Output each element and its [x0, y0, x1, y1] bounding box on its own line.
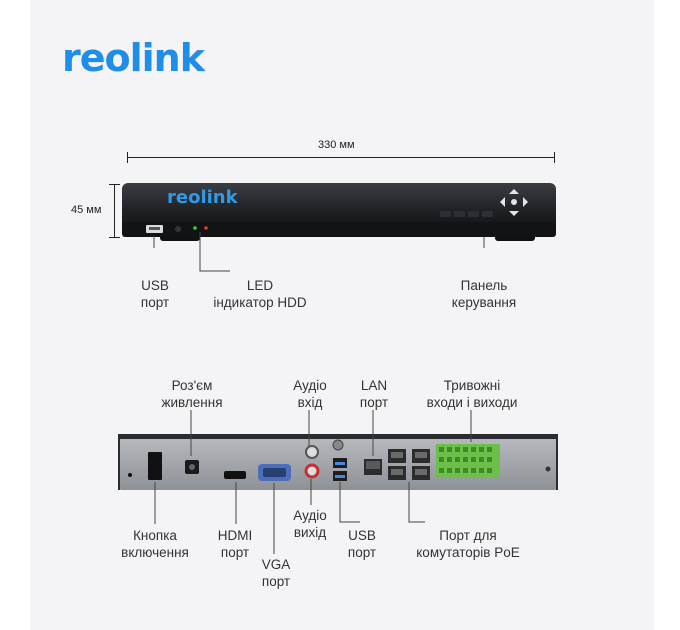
audio-in-label: Аудіо вхід — [293, 378, 327, 410]
poe-port-label: Порт для комутаторів PoE — [416, 528, 520, 560]
hdmi-label: HDMI порт — [217, 528, 253, 560]
poe-ports-icon — [388, 449, 430, 480]
lan-port-label: LAN порт — [359, 378, 389, 410]
audio-out-label: Аудіо вихід — [293, 508, 327, 540]
control-panel-label: Панель керування — [451, 278, 517, 310]
led-indicator-icon — [193, 226, 197, 230]
control-panel-dpad-icon — [500, 189, 528, 216]
width-dimension-line — [127, 157, 554, 158]
back-usb-label: USB порт — [347, 528, 377, 560]
alarm-terminal-block-icon — [436, 444, 500, 478]
reolink-logo: reolink — [62, 36, 205, 80]
front-usb-label: USB порт — [140, 278, 170, 310]
led-label: LED індикатор HDD — [213, 278, 307, 310]
power-switch-icon — [148, 452, 162, 480]
power-button-label: Кнопка включення — [121, 528, 189, 560]
alarm-io-label: Тривожні входи і виходи — [426, 378, 518, 410]
vga-label: VGA порт — [261, 557, 291, 589]
audio-out-jack-icon — [304, 463, 320, 479]
height-dimension-label: 45 мм — [71, 204, 102, 216]
audio-in-jack-icon — [305, 445, 319, 459]
device-logo: reolink — [167, 187, 238, 208]
hdmi-port-icon — [224, 471, 246, 479]
width-dimension-label: 330 мм — [318, 139, 355, 151]
power-connector-label: Роз'єм живлення — [161, 378, 223, 410]
height-dimension-line — [114, 184, 115, 237]
